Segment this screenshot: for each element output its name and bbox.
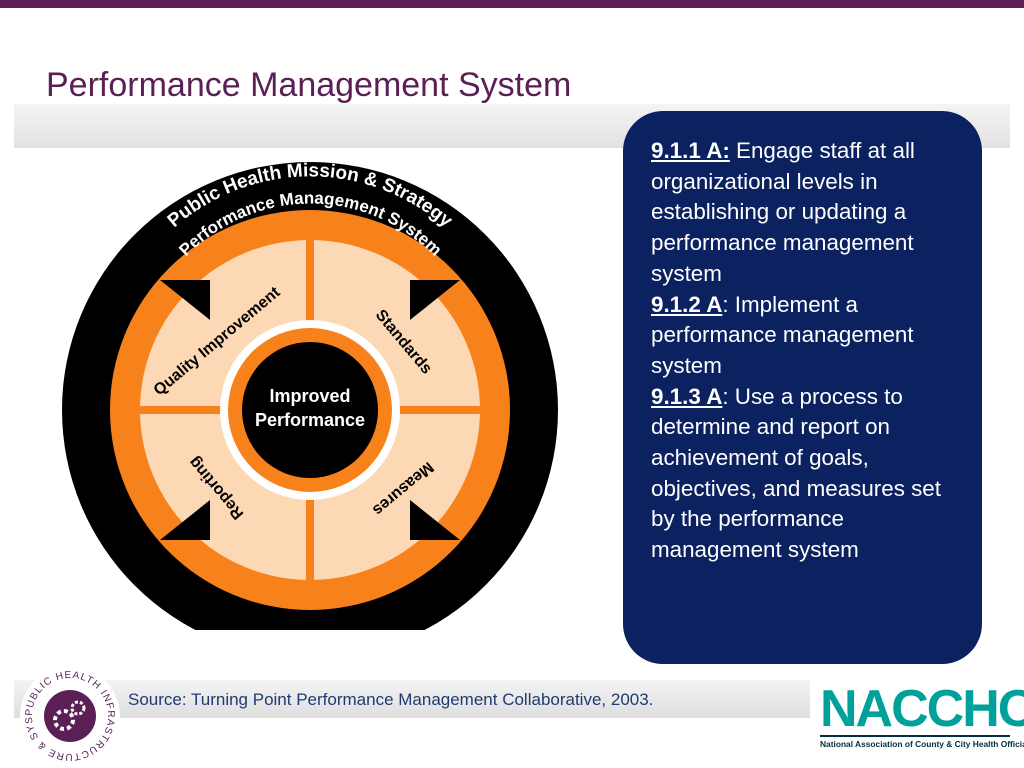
naccho-wordmark: NACCHO xyxy=(820,680,1024,738)
standard-separator: : xyxy=(722,138,730,163)
standard-item: 9.1.1 A: Engage staff at all organizatio… xyxy=(651,136,960,290)
arrow-bottom-left xyxy=(160,500,210,540)
arrow-bottom-right xyxy=(410,500,460,540)
public-health-infrastructure-logo: PUBLIC HEALTH INFRASTRUCTURE & SYSTEMS xyxy=(18,664,120,766)
standards-panel: 9.1.1 A: Engage staff at all organizatio… xyxy=(623,111,982,664)
gear-icon xyxy=(70,700,86,716)
performance-management-diagram: Public Health Mission & Strategy Perform… xyxy=(60,160,560,630)
gear-icon xyxy=(53,709,75,731)
standard-code: 9.1.3 A xyxy=(651,383,723,409)
standard-text: : Implement a performance management sys… xyxy=(651,291,914,378)
center-label-line1: Improved xyxy=(269,386,350,406)
source-citation: Source: Turning Point Performance Manage… xyxy=(128,690,654,709)
arrow-top-right xyxy=(410,280,460,320)
diagram-svg: Public Health Mission & Strategy Perform… xyxy=(62,160,558,630)
naccho-full-name: National Association of County & City He… xyxy=(820,735,1024,749)
standard-code: 9.1.1 A xyxy=(651,138,723,163)
top-accent-bar xyxy=(0,0,1024,8)
center-label-line2: Performance xyxy=(255,410,365,430)
standard-text: : Use a process to determine and report … xyxy=(651,383,941,563)
standard-item: 9.1.3 A: Use a process to determine and … xyxy=(651,382,960,566)
arrow-top-left xyxy=(160,280,210,320)
standard-text: Engage staff at all organizational level… xyxy=(651,138,915,286)
standard-code: 9.1.2 A xyxy=(651,291,723,317)
center-black-disc xyxy=(242,342,378,478)
standard-item: 9.1.2 A: Implement a performance managem… xyxy=(651,290,960,382)
naccho-logo: NACCHO National Association of County & … xyxy=(820,680,1024,749)
footer-band xyxy=(14,680,810,718)
slide-title: Performance Management System xyxy=(46,66,572,104)
